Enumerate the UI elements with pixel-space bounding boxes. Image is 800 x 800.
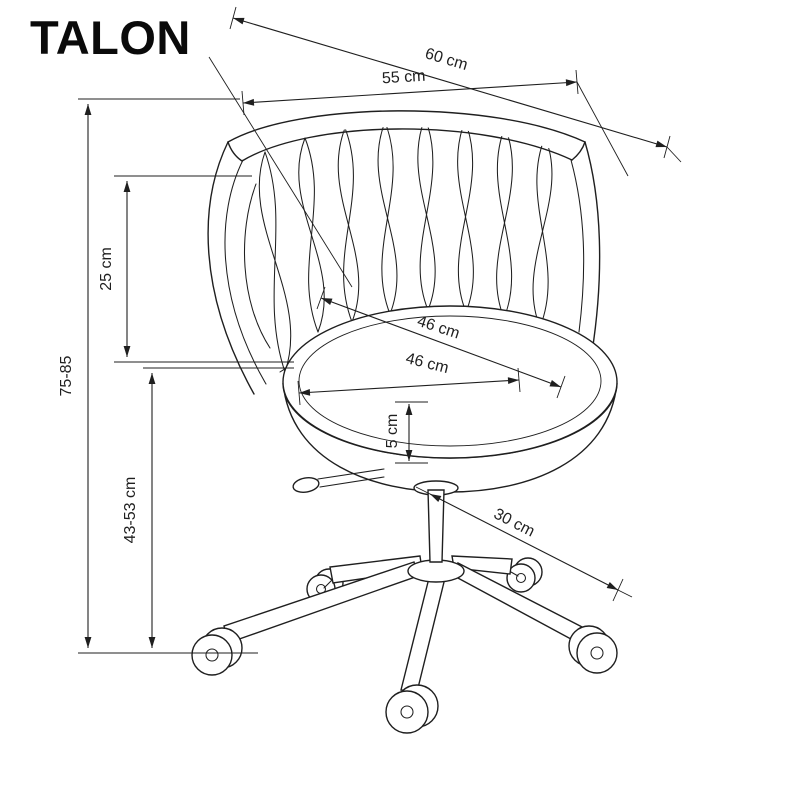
product-title: TALON bbox=[30, 11, 191, 64]
dimension-line-seat-depth bbox=[298, 377, 520, 396]
dimension-line-base-radius bbox=[429, 493, 619, 591]
base-hub bbox=[407, 559, 465, 583]
dimension-label-backrest-width: 55 cm bbox=[381, 68, 426, 88]
dimension-label-seat-height: 43-53 cm bbox=[122, 477, 139, 544]
chair-drawing bbox=[191, 110, 618, 734]
dimension-label-backrest-height: 25 cm bbox=[98, 247, 115, 291]
dimension-line-backrest-width bbox=[242, 79, 578, 106]
caster-wheel-left bbox=[191, 627, 243, 676]
dimension-label-base-radius: 30 cm bbox=[491, 506, 538, 541]
height-lever-paddle bbox=[292, 477, 320, 493]
base-leg-center bbox=[400, 577, 446, 693]
caster-wheel-center bbox=[385, 684, 439, 734]
dimension-label-overall-width: 60 cm bbox=[423, 45, 470, 74]
chair-base bbox=[191, 555, 618, 734]
dimension-label-overall-height: 75-85 bbox=[58, 355, 75, 396]
caster-wheel-right bbox=[568, 625, 618, 674]
chair-gas-lift bbox=[292, 468, 459, 563]
dimension-line-seat-width bbox=[320, 297, 562, 388]
caster-wheel-rear-right bbox=[506, 557, 543, 593]
dimension-line-overall-width bbox=[232, 17, 668, 148]
chair-backrest bbox=[207, 110, 601, 395]
backrest-weave bbox=[258, 126, 553, 373]
dimension-label-seat-thickness: 5 cm bbox=[384, 414, 401, 449]
